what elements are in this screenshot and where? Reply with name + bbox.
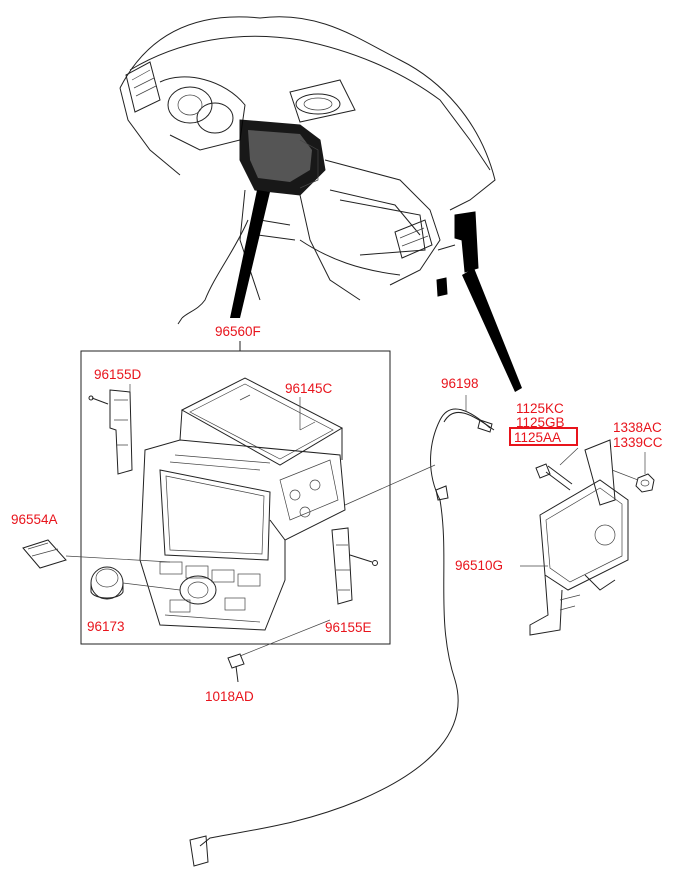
bracket-left-part xyxy=(88,384,133,475)
label-96510G: 96510G xyxy=(455,558,503,573)
bracket-right-part xyxy=(331,527,378,605)
highlight-box xyxy=(509,427,578,446)
label-1125AA: 1125AA xyxy=(514,430,561,445)
screw-part xyxy=(227,619,331,683)
knob-part xyxy=(90,566,181,600)
module-bracket-part xyxy=(520,439,655,636)
label-1125KC: 1125KC xyxy=(516,401,564,416)
assembly-frame xyxy=(80,350,391,645)
label-96155D: 96155D xyxy=(94,367,142,382)
cable-part xyxy=(189,395,495,867)
label-1338AC: 1338AC xyxy=(613,420,662,435)
radio-unit-part xyxy=(179,377,344,466)
leader-wedge-module xyxy=(462,268,522,392)
label-1125GB: 1125GB xyxy=(516,415,565,430)
label-96554A: 96554A xyxy=(11,512,58,527)
leader-wedge-center-stack xyxy=(230,190,270,318)
label-1339CC: 1339CC xyxy=(613,435,663,450)
cover-part xyxy=(22,539,171,569)
label-96155E: 96155E xyxy=(325,620,372,635)
label-96198: 96198 xyxy=(441,376,479,391)
label-1018AD: 1018AD xyxy=(205,689,254,704)
label-96145C: 96145C xyxy=(285,381,333,396)
label-96560F: 96560F xyxy=(215,324,261,339)
dashboard-illustration xyxy=(119,16,496,325)
head-unit-part xyxy=(139,439,346,631)
label-96173: 96173 xyxy=(87,619,125,634)
